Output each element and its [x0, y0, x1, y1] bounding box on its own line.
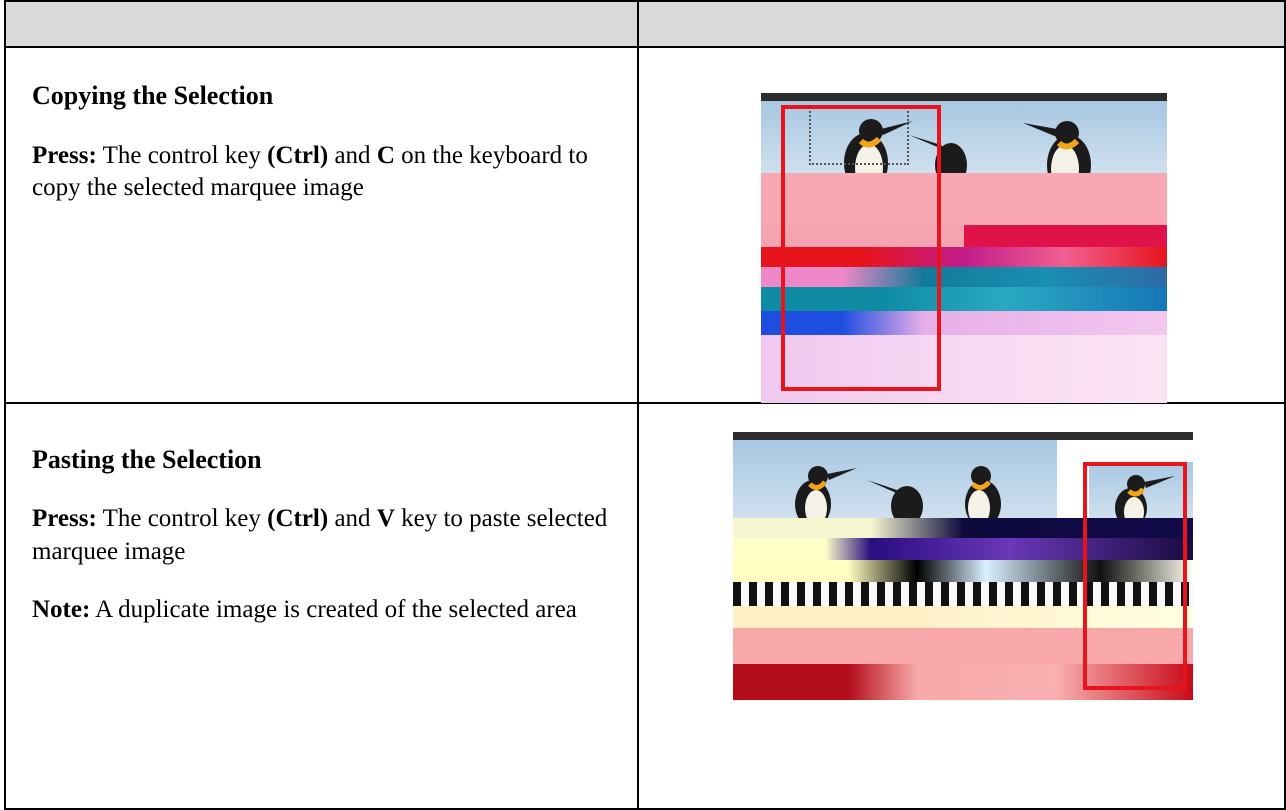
note-label: Note: [32, 596, 91, 624]
image-band [733, 605, 1193, 628]
image-band [761, 173, 1167, 226]
selection-highlight [781, 105, 941, 392]
note-paste: Note: A duplicate image is created of th… [32, 594, 619, 627]
image-band [761, 267, 1167, 288]
image-band [733, 581, 1193, 606]
text-cell-paste: Pasting the Selection Press: The control… [4, 401, 639, 810]
image-band [733, 663, 1193, 700]
instruction-part: key to paste selected marquee image [32, 505, 608, 565]
instruction-copy: Press: The control key (Ctrl) and C on t… [32, 140, 619, 205]
image-band [733, 559, 1193, 582]
instruction-part: V [376, 505, 395, 533]
note-text: A duplicate image is created of the sele… [90, 596, 577, 624]
instruction-part: and [328, 141, 377, 169]
instruction-part: The control key [96, 505, 268, 533]
window-titlebar [733, 431, 1193, 440]
penguin-screenshot-copy [761, 93, 1167, 404]
image-cell-paste [637, 401, 1286, 810]
image-band [761, 287, 1167, 312]
header-cell-left [4, 0, 639, 49]
image-band [733, 517, 1193, 538]
instruction-part: on the keyboard to copy the selected mar… [32, 141, 588, 202]
table-row-copy: Copying the Selection Press: The control… [4, 46, 1286, 404]
instruction-table: Copying the Selection Press: The control… [4, 0, 1286, 810]
window-titlebar [761, 93, 1167, 102]
instruction-part: The control key [96, 141, 268, 169]
press-label: Press: [32, 141, 97, 169]
press-label: Press: [32, 505, 97, 533]
table-row-paste: Pasting the Selection Press: The control… [4, 401, 1286, 810]
pasted-penguin-graphic [1115, 474, 1175, 522]
selection-highlight [1083, 461, 1187, 690]
instruction-part: and [328, 505, 377, 533]
image-band [761, 225, 1167, 248]
instruction-part: (Ctrl) [267, 141, 329, 169]
heading-paste: Pasting the Selection [32, 444, 262, 474]
penguins-graphic [795, 465, 1001, 522]
heading-copy: Copying the Selection [32, 81, 274, 111]
instruction-part: (Ctrl) [267, 505, 329, 533]
image-band [733, 627, 1193, 664]
header-cell-right [637, 0, 1286, 49]
image-band [761, 335, 1167, 404]
image-band [733, 537, 1193, 560]
instruction-part: C [376, 141, 395, 169]
image-band [761, 311, 1167, 336]
image-band [761, 247, 1167, 268]
penguin-screenshot-paste [733, 431, 1193, 700]
header-row [4, 0, 1286, 49]
text-cell-copy: Copying the Selection Press: The control… [4, 46, 639, 404]
instruction-paste: Press: The control key (Ctrl) and V key … [32, 503, 619, 568]
image-cell-copy [637, 46, 1286, 404]
